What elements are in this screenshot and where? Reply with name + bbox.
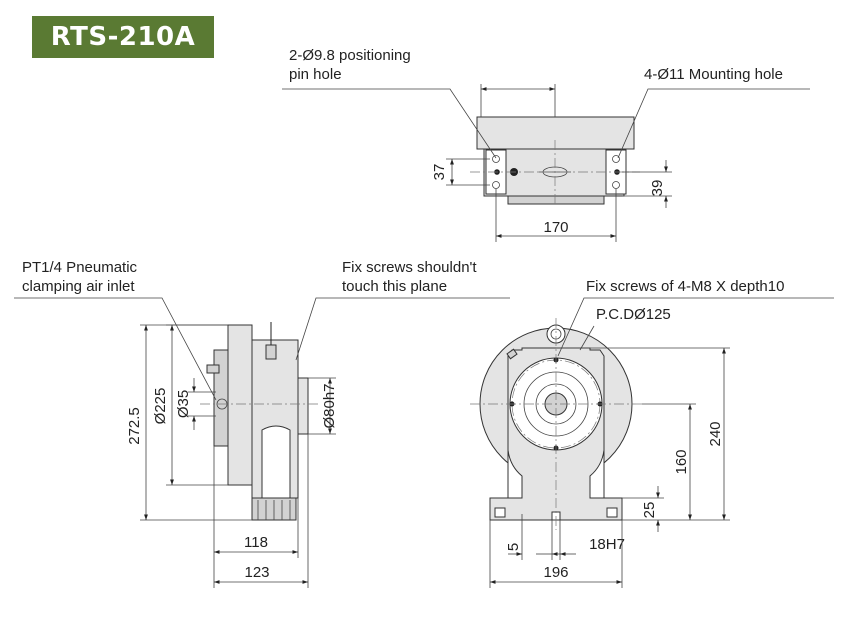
side-view-rib: [261, 425, 291, 499]
pneumatic-inlet-label-line1: PT1/4 Pneumatic: [22, 259, 138, 276]
dim-18h7: 18H7: [589, 536, 625, 553]
top-view-base: [507, 195, 605, 205]
mounting-hole-label: 4-Ø11 Mounting hole: [644, 66, 783, 83]
dim-123: 123: [244, 564, 269, 581]
mounting-hole-icon: [612, 181, 620, 189]
dim-196: 196: [543, 564, 568, 581]
model-title-badge: RTS-210A: [32, 16, 214, 58]
side-view-spigot: [297, 377, 309, 435]
mounting-hole-icon: [492, 181, 500, 189]
fix-screws-plane-label-line2: touch this plane: [342, 278, 448, 295]
front-view-foot-slot-right: [606, 507, 618, 518]
dim-25: 25: [641, 502, 658, 519]
dim-37: 37: [431, 164, 448, 181]
dim-dia-35: Ø35: [175, 390, 192, 418]
dim-dia-225: Ø225: [152, 388, 169, 425]
front-view-right-rib: [589, 449, 605, 499]
front-view: 240 160 25 5 18H7 196: [470, 297, 834, 588]
pcd-label: P.C.DØ125: [596, 306, 671, 323]
mounting-hole-icon: [492, 155, 500, 163]
dim-5: 5: [505, 543, 522, 551]
pneumatic-inlet-label-line2: clamping air inlet: [22, 278, 135, 295]
positioning-pin-label-line1: 2-Ø9.8 positioning: [289, 47, 411, 64]
side-view-fitting: [265, 344, 277, 360]
positioning-pin-label-line2: pin hole: [289, 66, 342, 83]
dim-dia-80h7: Ø80h7: [321, 383, 338, 428]
side-view-table-plate: [227, 324, 253, 486]
air-inlet-fitting-icon: [206, 364, 220, 374]
dim-170: 170: [543, 219, 568, 236]
dim-118: 118: [244, 534, 268, 551]
top-view: 37 39 170: [282, 84, 810, 242]
dim-240: 240: [707, 421, 724, 446]
side-view: 272.5 Ø225 Ø35 Ø80h7 118 123: [14, 297, 510, 588]
front-view-air-fitting: [506, 348, 518, 360]
top-view-table: [476, 116, 635, 150]
dim-160: 160: [673, 449, 690, 474]
front-view-foot-slot-left: [494, 507, 506, 518]
fix-screws-plane-label-line1: Fix screws shouldn't: [342, 259, 477, 276]
fix-screws-depth-label: Fix screws of 4-M8 X depth10: [586, 278, 785, 295]
dim-39: 39: [649, 180, 666, 197]
mounting-hole-icon: [612, 155, 620, 163]
dim-272-5: 272.5: [126, 407, 143, 445]
front-view-left-rib: [507, 449, 523, 499]
side-view-bore-flange: [213, 349, 229, 447]
